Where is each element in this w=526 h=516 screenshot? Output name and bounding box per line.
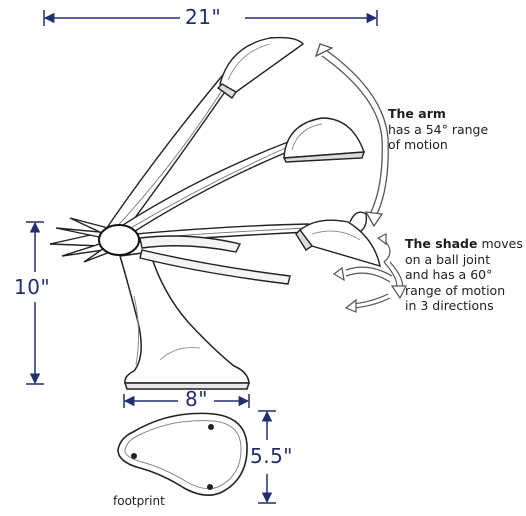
arm-motion-arrow <box>314 43 389 228</box>
shade-note-line1-rest: moves <box>477 236 523 251</box>
arm-note-line1: has a 54° range <box>388 121 489 137</box>
arm-range-note: The arm has a 54° range of motion <box>388 106 488 153</box>
shade-motion-arrows <box>332 233 407 313</box>
shade-note-title: The shade <box>405 236 478 251</box>
pivot-hub <box>98 224 140 256</box>
footprint-label: footprint <box>113 494 165 508</box>
arm-note-title: The arm <box>388 106 446 121</box>
height-dimension-line <box>26 221 44 385</box>
base-depth-dimension-line <box>258 410 276 504</box>
width-dimension-line <box>43 10 378 26</box>
shade-range-note: The shade moves on a ball joint and has … <box>405 236 523 314</box>
shade-note-line3: and has a 60° <box>405 267 493 282</box>
footprint-screw-hole <box>207 484 213 490</box>
base-depth-label: 5.5" <box>250 444 294 468</box>
lamp-stand <box>119 251 251 390</box>
lamp-arms <box>49 63 309 285</box>
shade-note-line4: range of motion <box>405 282 506 298</box>
shade-note-line5: in 3 directions <box>405 298 494 313</box>
height-label: 10" <box>14 275 51 299</box>
base-width-dimension-line <box>123 394 250 408</box>
footprint-screw-hole <box>131 453 137 459</box>
width-label: 21" <box>185 5 222 29</box>
footprint-screw-hole <box>208 424 214 430</box>
shade-note-line2: on a ball joint <box>405 251 491 267</box>
arm-note-line2: of motion <box>388 137 448 152</box>
lamp-shades <box>216 36 381 268</box>
base-width-label: 8" <box>185 387 208 411</box>
footprint-outline <box>117 412 248 496</box>
